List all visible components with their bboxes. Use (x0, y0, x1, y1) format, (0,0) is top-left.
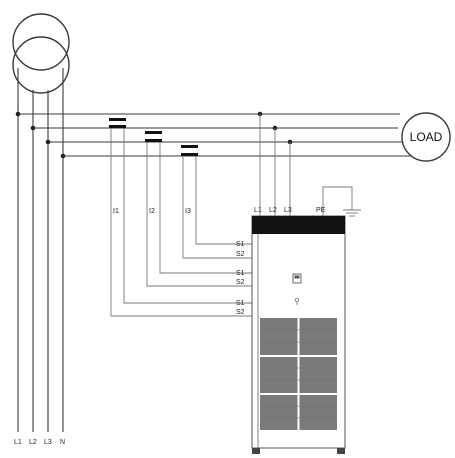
cabinet-label-l2: L2 (269, 207, 277, 214)
cabinet-vent-grid (260, 318, 337, 430)
junction-dots (15, 111, 293, 159)
terminal-label-2: S2 (236, 251, 245, 258)
bus-label-l3: L3 (44, 439, 52, 446)
ct-label-i1: I1 (113, 208, 119, 215)
vertical-bus-wires (17, 68, 64, 432)
terminal-label-5: S1 (236, 300, 245, 307)
cabinet-top-bar (252, 216, 345, 234)
voltage-sense-wires (259, 114, 291, 216)
ct-1 (109, 118, 126, 128)
horizontal-bus-wires (18, 113, 412, 157)
bus-label-l1: L1 (14, 439, 22, 446)
terminal-label-3: S1 (236, 270, 245, 277)
load-circle (401, 112, 451, 162)
load-label: LOAD (410, 130, 443, 144)
equipment-cabinet (251, 215, 346, 454)
cabinet-label-l3: L3 (284, 207, 292, 214)
ct-secondary-wiring (110, 128, 252, 317)
terminal-label-6: S2 (236, 309, 245, 316)
ct-3 (181, 145, 198, 156)
ct-label-i3: I3 (185, 208, 191, 215)
bus-label-l2: L2 (29, 439, 37, 446)
load-symbol: LOAD (401, 112, 451, 162)
terminal-label-4: S2 (236, 279, 245, 286)
terminal-label-1: S1 (236, 241, 245, 248)
ct-2 (145, 131, 162, 142)
bus-label-n: N (60, 439, 65, 446)
transformer-secondary-coil (12, 36, 70, 94)
cabinet-key-icon (294, 297, 300, 305)
cabinet-label-l1: L1 (254, 207, 262, 214)
ct-label-i2: I2 (149, 208, 155, 215)
pe-label: PE (316, 207, 326, 214)
pe-ground: PE (316, 186, 361, 217)
transformer-symbol (12, 13, 70, 94)
transformer-primary-coil (12, 13, 70, 71)
current-transformers (109, 118, 198, 156)
